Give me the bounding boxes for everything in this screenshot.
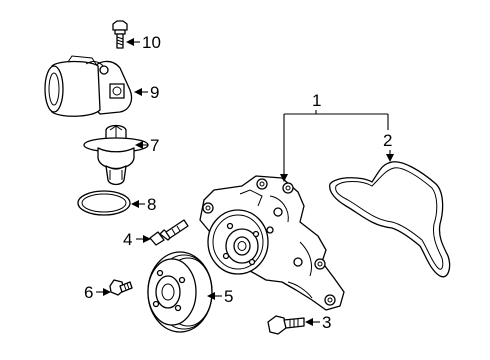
callout-1-label: 1 <box>312 91 321 110</box>
callout-8-label: 8 <box>147 195 156 214</box>
callout-5: 5 <box>207 287 233 306</box>
part-10-bolt <box>112 20 128 49</box>
part-6-bolt <box>109 279 133 296</box>
part-5-pulley <box>147 251 213 333</box>
callout-10: 10 <box>126 33 161 52</box>
callout-2: 2 <box>383 114 394 162</box>
part-3-bolt <box>267 315 305 335</box>
callout-7-label: 7 <box>150 136 159 155</box>
part-1-water-pump <box>199 175 345 311</box>
part-7-thermostat <box>83 124 149 186</box>
callout-4-label: 4 <box>123 230 132 249</box>
callout-6-label: 6 <box>84 283 93 302</box>
callout-4: 4 <box>123 230 151 249</box>
part-2-drive-belt <box>329 161 451 278</box>
part-8-gasket <box>77 190 131 216</box>
callout-8: 8 <box>131 195 156 214</box>
part-9-thermostat-housing <box>44 55 133 117</box>
callout-1: 1 <box>280 91 388 182</box>
callout-10-label: 10 <box>142 33 161 52</box>
callout-9: 9 <box>134 83 159 102</box>
callout-6: 6 <box>84 283 111 302</box>
part-4-stud <box>149 219 189 246</box>
callout-2-label: 2 <box>383 131 392 150</box>
callout-9-label: 9 <box>150 83 159 102</box>
callout-5-label: 5 <box>224 287 233 306</box>
callout-3-label: 3 <box>322 313 331 332</box>
callout-3: 3 <box>305 313 331 332</box>
callout-7: 7 <box>135 136 159 155</box>
